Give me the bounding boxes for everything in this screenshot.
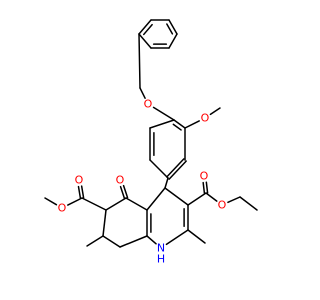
bond-c6-lC <box>81 197 107 211</box>
bond-eC-eO1 <box>205 181 209 194</box>
bond-a1-a2 <box>173 119 186 129</box>
bond-c5-o5 <box>122 184 129 199</box>
bond-b6-b1-inner <box>143 23 153 36</box>
bond-c7-c8 <box>102 235 121 248</box>
nh-hydrogen-label: H <box>157 253 165 266</box>
bond-a1-a2-inner <box>172 123 182 131</box>
bond-b6-b1 <box>138 19 152 35</box>
atom-labels-layer: O O O O O O O NH <box>58 98 227 266</box>
bond-a3-a4 <box>166 158 185 178</box>
bond-b1-b2 <box>138 33 152 49</box>
bond-c2-n1 <box>165 229 189 246</box>
benzyloxy-oxygen-label: O <box>144 98 153 111</box>
bond-a4-c4 <box>164 177 169 189</box>
nitrogen-label: N <box>157 242 165 255</box>
methyl-ester-ether-oxygen-label: O <box>58 202 67 215</box>
bond-c8-c8a <box>119 235 148 248</box>
structure-diagram: O O O O O O O NH <box>44 19 258 266</box>
bond-b4-b5 <box>168 19 178 35</box>
bond-c7-me7 <box>86 235 104 247</box>
bond-lC-lO1 <box>80 185 85 199</box>
bond-a3-a4-second <box>168 160 187 180</box>
bond-a6-a1 <box>149 119 175 129</box>
bond-lC-lO1-second <box>77 185 82 200</box>
bond-oBn-a1 <box>152 106 175 121</box>
ethyl-ester-carbonyl-oxygen-label: O <box>200 170 209 183</box>
bond-eC1-eC2 <box>239 196 258 211</box>
bond-c5-o5-second <box>119 185 126 200</box>
ketone-oxygen-label: O <box>116 174 125 187</box>
bond-ch2-oBn <box>139 87 146 99</box>
bond-b4-b5-inner <box>166 23 174 35</box>
bond-lO2-lMe <box>44 197 58 206</box>
bond-c4a-c5 <box>125 197 148 211</box>
methyl-ester-carbonyl-oxygen-label: O <box>75 174 84 187</box>
bond-a2-oMe <box>184 120 200 129</box>
bond-c4a-c4 <box>146 187 166 211</box>
bond-c4-c3 <box>164 187 189 206</box>
bond-c3-eC <box>187 192 207 206</box>
bond-eC-eO2 <box>205 192 218 202</box>
bond-eC-eO1-second <box>202 181 206 194</box>
bond-lC-lO2 <box>67 197 83 206</box>
bonds-layer <box>44 19 258 248</box>
bond-b1-ch2 <box>138 33 141 89</box>
methoxy-oxygen-label: O <box>201 112 210 125</box>
bond-c6-c7 <box>102 209 107 237</box>
bond-a4-a5 <box>149 159 169 179</box>
ethyl-ester-ether-oxygen-label: O <box>218 199 227 212</box>
bond-c5-c6 <box>105 197 127 211</box>
bond-c2-me2 <box>187 229 206 244</box>
bond-n1-c8a <box>146 235 157 245</box>
bond-oMe-me <box>209 107 221 116</box>
bond-eO2-eC1 <box>227 196 241 204</box>
bond-b3-b4 <box>168 33 178 49</box>
